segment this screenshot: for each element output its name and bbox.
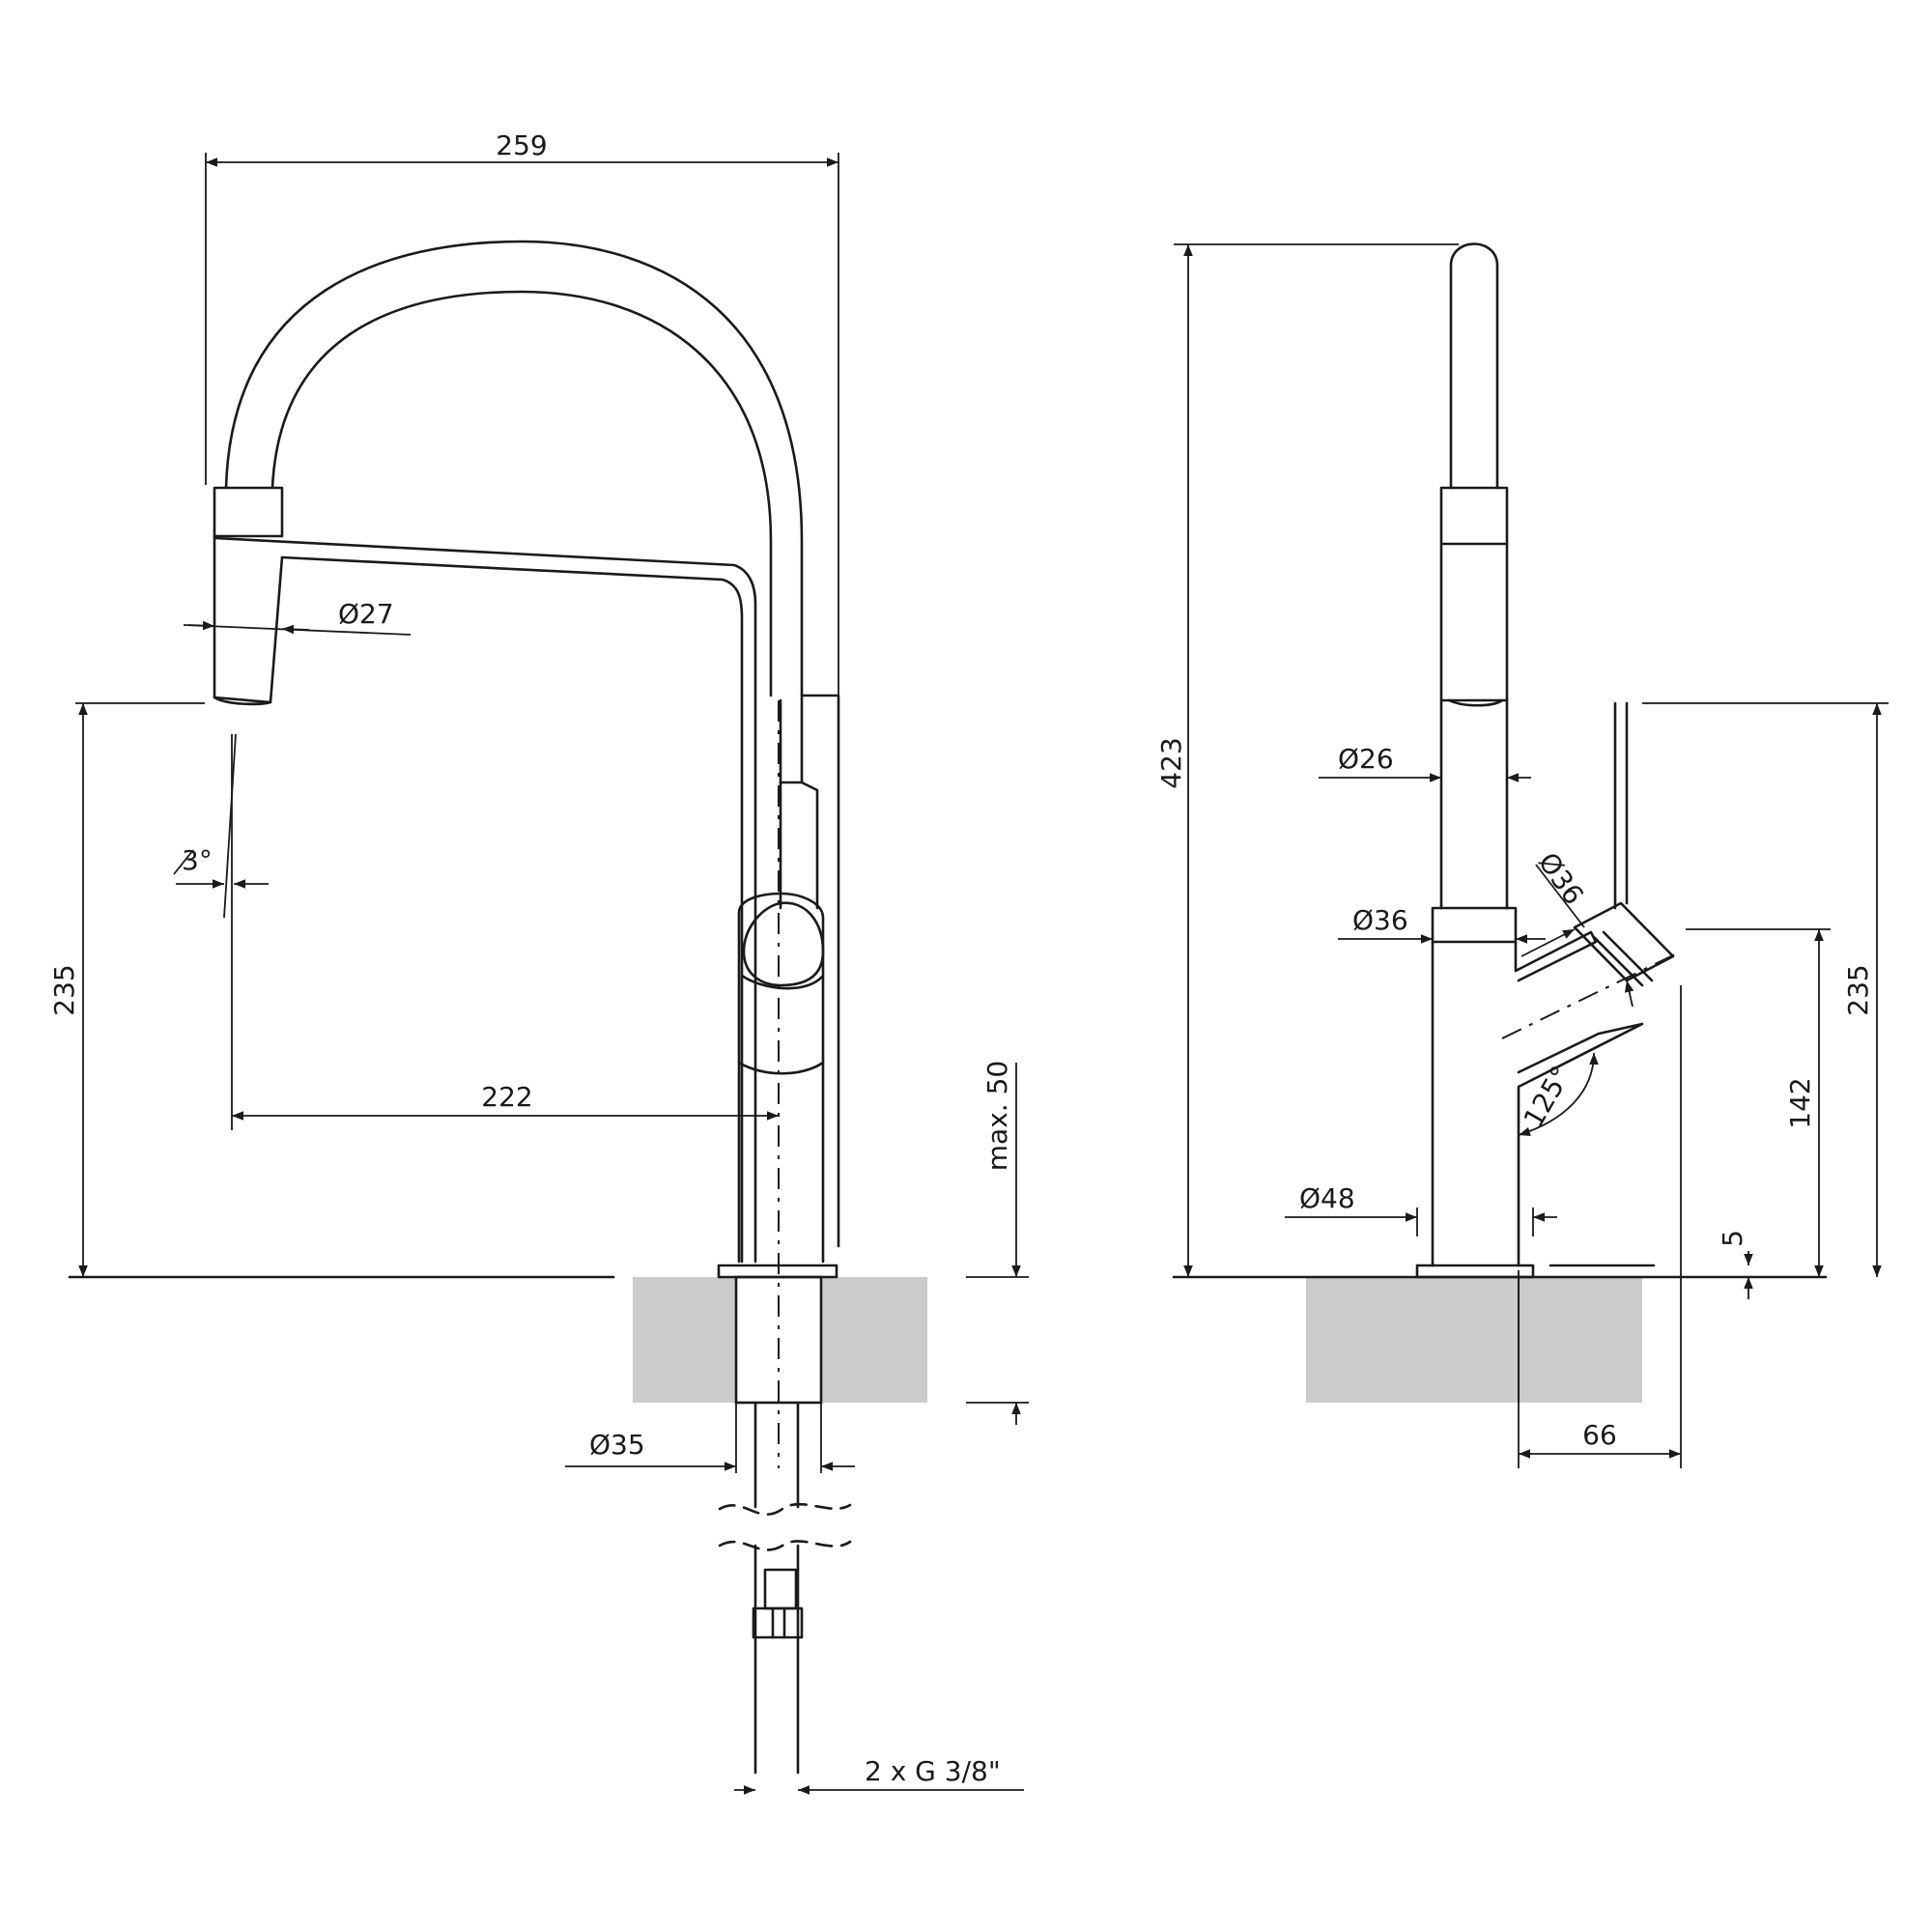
spray-head-side [1439,486,1509,546]
dim-dia-26: Ø26 [1338,743,1394,775]
dim-max-50: max. 50 [981,1061,1013,1171]
dim-thread: 2 x G 3/8" [865,1755,1001,1787]
hose-fitting [763,1568,798,1610]
dim-235-right: 235 [1842,964,1874,1015]
neck-collar [1431,906,1518,944]
faucet-body [737,892,825,1075]
spout-inner [270,290,773,697]
lever-side [1501,701,1682,1039]
dim-dia-36-body: Ø36 [1352,904,1408,936]
dim-222: 222 [481,1081,532,1113]
dim-423: 423 [1155,737,1187,788]
dim-gap-5: 5 [1717,1230,1748,1247]
dim-259: 259 [496,129,547,161]
dim-dia-35: Ø35 [589,1429,645,1461]
countertop-slab-right [1306,1277,1642,1403]
spray-head [213,486,284,538]
dim-angle-3: 3° [182,844,213,876]
dim-66: 66 [1582,1419,1617,1451]
dim-dia-48: Ø48 [1299,1182,1355,1214]
base-flange-right [1415,1264,1535,1279]
front-view: 259 Ø27 3° 235 222 max. 50 Ø35 [48,129,1029,1795]
body-side [1431,930,1644,1267]
spout-outer [224,240,840,1248]
dim-dia-36-lever: Ø36 [1532,846,1590,910]
spout-side [1449,242,1499,490]
dim-142: 142 [1784,1077,1816,1128]
dim-dia-27: Ø27 [338,598,394,630]
lever-handle [742,901,825,987]
hose-nut [752,1606,804,1639]
side-view: 423 Ø26 Ø36 Ø36 125° Ø48 235 142 [1155,242,1889,1468]
dim-angle-125: 125° [1518,1061,1577,1133]
dim-235-left: 235 [48,964,80,1015]
spout-arm [213,536,757,1264]
